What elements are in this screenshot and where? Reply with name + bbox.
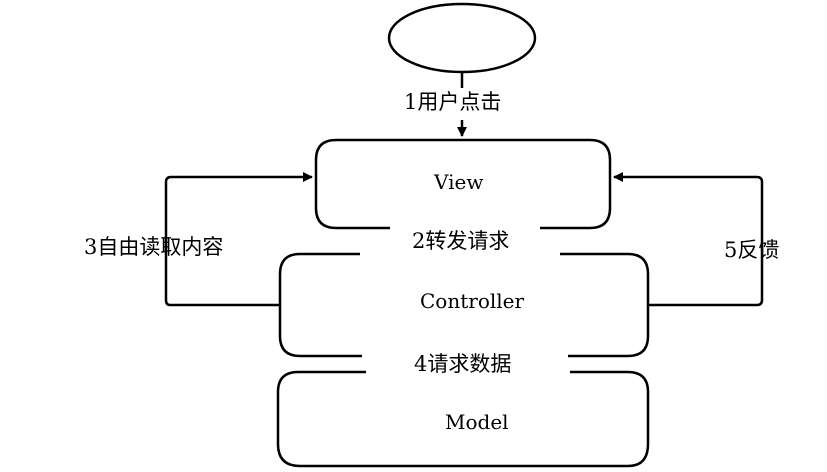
step2-label: 2转发请求	[412, 229, 510, 253]
model-box	[276, 370, 650, 468]
view-box	[314, 138, 612, 230]
left-loop-line	[164, 172, 313, 307]
right-loop-line	[613, 172, 764, 307]
step4-label: 4请求数据	[414, 352, 512, 376]
step5-label: 5反馈	[724, 238, 780, 262]
view-label: View	[434, 170, 484, 194]
controller-label: Controller	[420, 289, 525, 313]
model-label: Model	[445, 410, 509, 434]
user-ellipse	[387, 2, 537, 74]
step1-label: 1用户点击	[404, 90, 502, 114]
step3-label: 3自由读取内容	[84, 235, 224, 259]
